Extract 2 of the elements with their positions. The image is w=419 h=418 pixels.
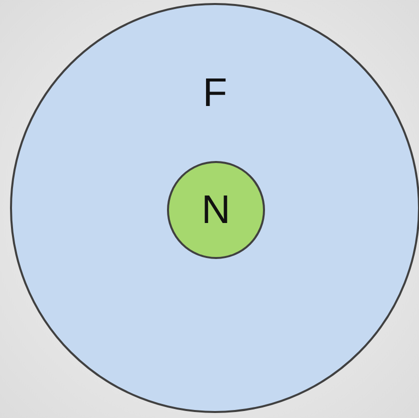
node-label: F	[202, 73, 228, 113]
node-label: N	[202, 190, 230, 230]
